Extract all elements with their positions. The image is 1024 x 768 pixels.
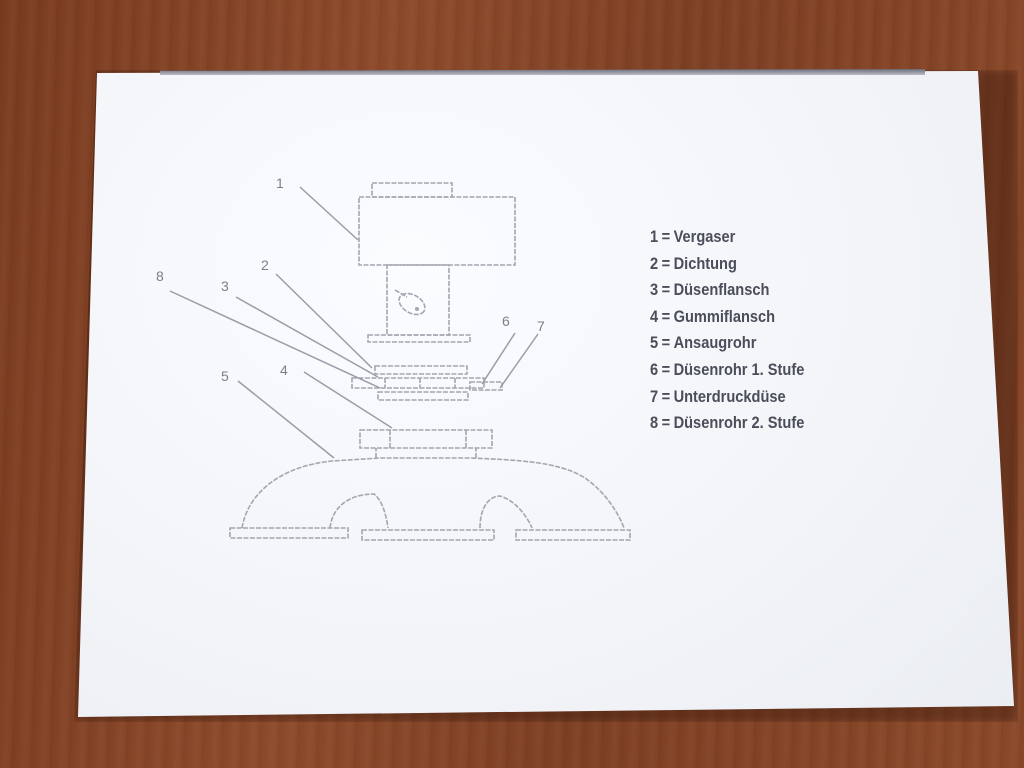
callout-label-5: 5 <box>221 368 229 384</box>
legend: 1=Vergaser 2=Dichtung 3=Düsenflansch 4=G… <box>650 224 874 437</box>
legend-item-8: 8=Düsenrohr 2. Stufe <box>650 410 874 437</box>
callout-label-6: 6 <box>502 313 510 329</box>
intake-manifold <box>229 448 631 541</box>
rubber-flange <box>359 429 493 449</box>
gasket <box>367 334 471 343</box>
legend-number: 6 <box>650 359 659 379</box>
legend-separator: = <box>661 359 671 379</box>
legend-text: Gummiflansch <box>673 306 776 326</box>
legend-item-5: 5=Ansaugrohr <box>650 330 874 357</box>
legend-text: Unterdruckdüse <box>673 386 786 406</box>
nozzle-flange <box>351 365 485 401</box>
legend-separator: = <box>661 253 671 273</box>
legend-item-4: 4=Gummiflansch <box>650 304 874 331</box>
legend-number: 1 <box>650 227 659 246</box>
legend-separator: = <box>661 280 671 300</box>
legend-item-7: 7=Unterdruckdüse <box>650 384 874 411</box>
legend-item-3: 3=Düsenflansch <box>650 277 874 304</box>
legend-text: Ansaugrohr <box>673 333 757 353</box>
callout-label-3: 3 <box>221 278 229 294</box>
legend-text: Düsenrohr 2. Stufe <box>673 413 805 433</box>
callout-label-4: 4 <box>280 362 288 378</box>
legend-separator: = <box>661 306 671 326</box>
legend-separator: = <box>661 227 671 246</box>
legend-text: Düsenflansch <box>673 280 770 300</box>
legend-separator: = <box>661 333 671 353</box>
carburetor <box>358 182 516 336</box>
legend-separator: = <box>661 386 671 406</box>
paper-top-edge <box>160 69 925 75</box>
callout-label-1: 1 <box>276 175 284 191</box>
legend-text: Dichtung <box>673 253 737 273</box>
legend-text: Düsenrohr 1. Stufe <box>673 359 805 379</box>
legend-text: Vergaser <box>673 227 736 246</box>
legend-number: 2 <box>650 253 659 273</box>
leader-lines <box>169 186 539 459</box>
legend-number: 3 <box>650 280 659 300</box>
legend-item-1: 1=Vergaser <box>650 224 874 251</box>
legend-number: 4 <box>650 306 659 326</box>
legend-item-2: 2=Dichtung <box>650 251 874 278</box>
legend-item-6: 6=Düsenrohr 1. Stufe <box>650 357 874 384</box>
callout-label-8: 8 <box>156 268 164 284</box>
legend-number: 7 <box>650 386 659 406</box>
legend-separator: = <box>661 413 671 433</box>
legend-number: 8 <box>650 413 659 433</box>
legend-number: 5 <box>650 333 659 353</box>
callout-label-2: 2 <box>261 257 269 273</box>
callout-label-7: 7 <box>537 318 545 334</box>
